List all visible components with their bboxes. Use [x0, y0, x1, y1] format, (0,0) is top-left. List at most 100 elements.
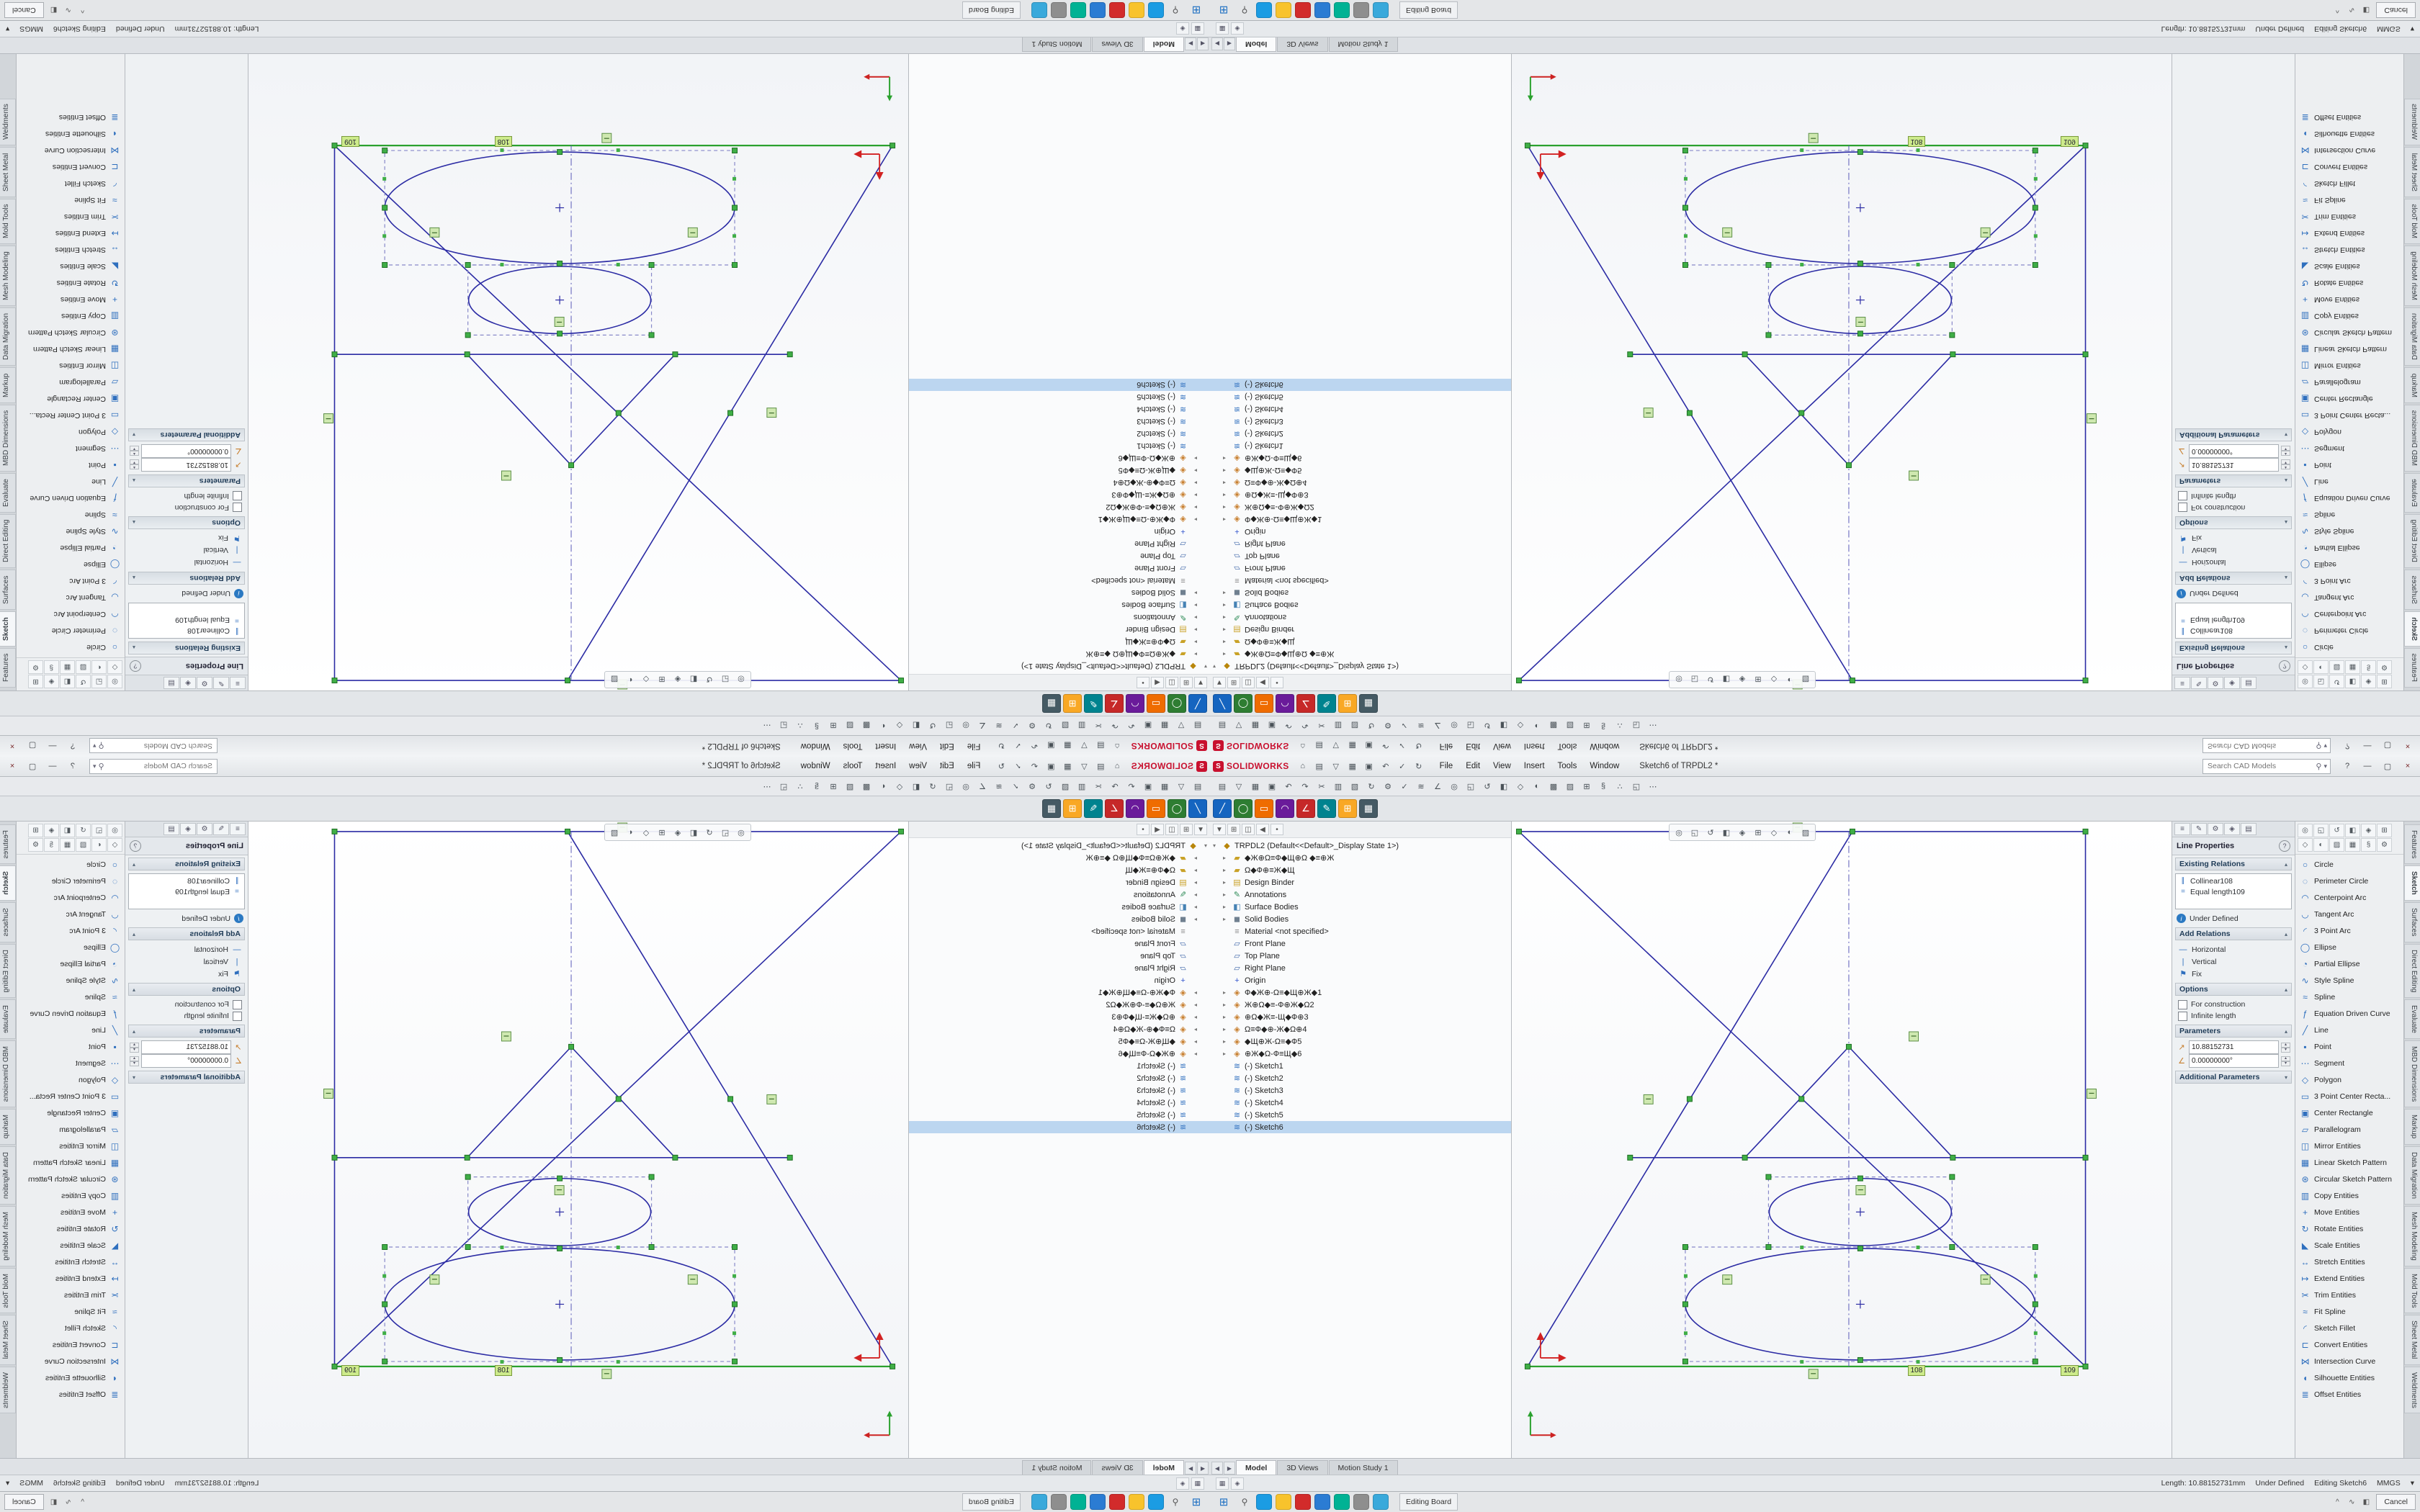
- sidebar-grid-icon[interactable]: §: [2361, 660, 2376, 674]
- tree-toolbar-icon[interactable]: ◀: [1256, 824, 1269, 835]
- spin-down-icon[interactable]: ▾: [2281, 1047, 2290, 1053]
- tray-icon[interactable]: ◧: [2362, 1498, 2370, 1506]
- chevron-down-icon[interactable]: ▾: [2323, 762, 2327, 770]
- help-icon[interactable]: ?: [2279, 840, 2290, 852]
- expand-arrow-icon[interactable]: ▸: [1223, 480, 1227, 486]
- toolbar-icon[interactable]: ▦: [1157, 719, 1173, 733]
- heads-up-icon[interactable]: ⊞: [655, 673, 669, 686]
- window-control-button[interactable]: —: [2358, 739, 2377, 753]
- window-control-button[interactable]: —: [43, 759, 62, 773]
- sketch-tool-item[interactable]: ⊛ Circular Sketch Pattern: [17, 1171, 125, 1187]
- heads-up-icon[interactable]: ◐: [623, 826, 637, 839]
- expand-arrow-icon[interactable]: ▸: [1193, 516, 1197, 523]
- command-tool-icon[interactable]: ⊞: [1063, 799, 1082, 818]
- window-control-button[interactable]: ▢: [2378, 759, 2397, 773]
- add-relation-button[interactable]: ⚑ Fix: [128, 532, 245, 544]
- toolbar-icon[interactable]: ◱: [1463, 779, 1479, 793]
- expand-arrow-icon[interactable]: ▸: [1193, 855, 1197, 861]
- taskbar-app-icon[interactable]: [1070, 1494, 1086, 1510]
- collapse-icon[interactable]: ▴: [133, 575, 136, 582]
- sidebar-grid-icon[interactable]: ↺: [2329, 675, 2344, 688]
- section-additional-parameters[interactable]: Additional Parameters ▾: [2175, 1071, 2292, 1084]
- tray-icon[interactable]: ∿: [65, 6, 71, 14]
- command-tool-icon[interactable]: ⊞: [1338, 694, 1357, 713]
- toolbar-icon[interactable]: ◱: [1628, 719, 1644, 733]
- toolbar-icon[interactable]: ▧: [1057, 719, 1073, 733]
- sketch-tool-item[interactable]: ◠ Centerpoint Arc: [2295, 606, 2403, 623]
- sketch-tool-item[interactable]: ▱ Parallelogram: [2295, 1121, 2403, 1138]
- feature-tree-item[interactable]: ▸ ✎ Annotations: [909, 888, 1210, 901]
- document-tab[interactable]: Motion Study 1: [1022, 1460, 1092, 1475]
- section-add-relations[interactable]: Add Relations ▴: [128, 572, 245, 585]
- expand-arrow-icon[interactable]: ▸: [1223, 467, 1227, 474]
- menu-item[interactable]: Window: [1584, 739, 1625, 752]
- toolbar-icon[interactable]: ↺: [1479, 719, 1495, 733]
- quick-access-icon[interactable]: ↻: [993, 759, 1009, 773]
- command-tool-icon[interactable]: ◯: [1234, 694, 1252, 713]
- tray-icon[interactable]: ◧: [50, 6, 58, 14]
- sketch-tool-item[interactable]: ◣ Scale Entities: [2295, 258, 2403, 275]
- toolbar-icon[interactable]: ✂: [1314, 779, 1330, 793]
- sketch-tool-item[interactable]: ◌ Perimeter Circle: [2295, 623, 2403, 639]
- toolbar-icon[interactable]: ▤: [1214, 779, 1230, 793]
- parameter-value-field[interactable]: 10.88152731: [141, 1040, 231, 1054]
- spin-down-icon[interactable]: ▾: [2281, 459, 2290, 465]
- toolbar-icon[interactable]: §: [809, 719, 825, 733]
- toolbar-icon[interactable]: ↻: [1041, 779, 1057, 793]
- toolbar-icon[interactable]: ∴: [1612, 719, 1628, 733]
- heads-up-icon[interactable]: ◧: [1719, 673, 1734, 686]
- command-tool-icon[interactable]: ▭: [1255, 799, 1273, 818]
- expand-arrow-icon[interactable]: ▸: [1193, 891, 1197, 898]
- taskbar-app-icon[interactable]: [1295, 1494, 1311, 1510]
- sketch-tool-item[interactable]: ▣ Center Rectangle: [17, 391, 125, 408]
- feature-tree-item[interactable]: ≋ (-) Sketch1: [909, 1060, 1210, 1072]
- sketch-tool-item[interactable]: ƒ Equation Driven Curve: [2295, 490, 2403, 507]
- command-manager-tab[interactable]: Surfaces: [0, 902, 16, 942]
- section-options[interactable]: Options ▴: [128, 983, 245, 996]
- existing-relations-list[interactable]: ∥ Collinear108 = Equal length109: [128, 873, 245, 909]
- heads-up-icon[interactable]: ⊞: [1751, 673, 1765, 686]
- feature-tree-item[interactable]: ▱ Front Plane: [1210, 937, 1511, 950]
- section-parameters[interactable]: Parameters ▴: [2175, 1025, 2292, 1038]
- sketch-tool-item[interactable]: ◯ Ellipse: [2295, 939, 2403, 955]
- panel-tab-icon[interactable]: ▤: [2241, 823, 2257, 835]
- command-tool-icon[interactable]: ∠: [1105, 799, 1124, 818]
- add-relation-button[interactable]: — Horizontal: [2175, 943, 2292, 955]
- toolbar-icon[interactable]: ⚙: [1024, 719, 1040, 733]
- sidebar-grid-icon[interactable]: ◎: [107, 675, 122, 688]
- command-manager-tab[interactable]: Features: [0, 824, 16, 865]
- sketch-tool-item[interactable]: ⋈ Intersection Curve: [2295, 1353, 2403, 1369]
- heads-up-icon[interactable]: ▨: [1798, 826, 1813, 839]
- status-bar-icon[interactable]: ▦: [1191, 1477, 1204, 1490]
- collapse-icon[interactable]: ▴: [2284, 575, 2287, 582]
- checkbox[interactable]: [233, 491, 242, 501]
- heads-up-icon[interactable]: ◧: [686, 673, 701, 686]
- command-manager-tab[interactable]: Sketch: [2404, 611, 2420, 647]
- menu-item[interactable]: View: [1487, 739, 1517, 752]
- taskbar-app-icon[interactable]: [1148, 2, 1164, 18]
- sidebar-grid-icon[interactable]: ⚙: [2377, 838, 2392, 852]
- toolbar-icon[interactable]: ▨: [1562, 779, 1578, 793]
- panel-tab-icon[interactable]: ⚙: [197, 677, 212, 689]
- sketch-tool-item[interactable]: ◜ Sketch Fillet: [2295, 1320, 2403, 1336]
- spin-up-icon[interactable]: ▴: [130, 451, 139, 456]
- command-manager-tab[interactable]: Markup: [0, 1109, 16, 1145]
- taskbar-window-button[interactable]: Editing Board: [962, 1, 1021, 19]
- sketch-tool-item[interactable]: ≈ Spline: [2295, 507, 2403, 523]
- sidebar-grid-icon[interactable]: ▨: [2329, 838, 2344, 852]
- quick-access-icon[interactable]: ▽: [1328, 739, 1344, 753]
- panel-tab-icon[interactable]: ✎: [2191, 823, 2207, 835]
- command-tool-icon[interactable]: ▦: [1042, 694, 1061, 713]
- checkbox[interactable]: [2178, 503, 2187, 513]
- sidebar-grid-icon[interactable]: ◧: [60, 675, 75, 688]
- sketch-tool-item[interactable]: ◫ Mirror Entities: [17, 1138, 125, 1154]
- feature-tree-item[interactable]: ≋ (-) Sketch5: [909, 391, 1210, 403]
- parameter-value-field[interactable]: 10.88152731: [2189, 458, 2279, 472]
- sketch-tool-item[interactable]: ◡ Tangent Arc: [17, 590, 125, 606]
- expand-arrow-icon[interactable]: ▸: [1193, 1026, 1197, 1032]
- command-manager-tab[interactable]: Evaluate: [0, 472, 16, 513]
- heads-up-icon[interactable]: ◇: [639, 673, 653, 686]
- window-control-button[interactable]: ×: [2398, 759, 2417, 773]
- help-icon[interactable]: ?: [130, 660, 141, 672]
- taskbar-app-icon[interactable]: [1090, 1494, 1106, 1510]
